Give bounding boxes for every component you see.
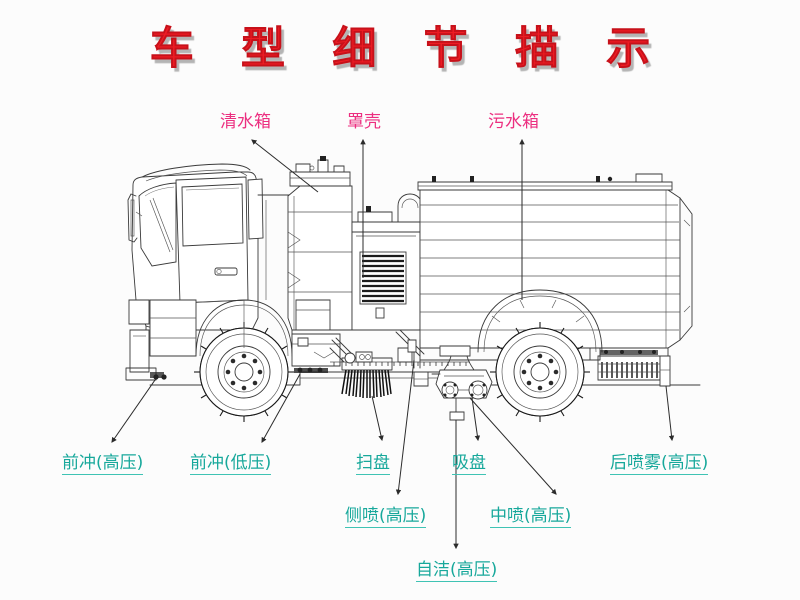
- label-cover-shell: 罩壳: [347, 112, 381, 132]
- label-clean-water-tank: 清水箱: [220, 112, 271, 132]
- label-side-spray-high-pressure: 侧喷(高压): [345, 506, 427, 528]
- label-self-clean-high-pressure: 自洁(高压): [416, 560, 498, 582]
- label-rear-spray-high-pressure: 后喷雾(高压): [610, 453, 709, 475]
- label-suction-nozzle: 吸盘: [452, 453, 486, 475]
- page-title: 车 型 细 节 描 示: [149, 23, 667, 74]
- label-front-flush-high-pressure: 前冲(高压): [62, 453, 144, 475]
- label-mid-spray-high-pressure: 中喷(高压): [490, 506, 572, 528]
- label-front-flush-low-pressure: 前冲(低压): [190, 453, 272, 475]
- label-sweep-disc: 扫盘: [356, 453, 390, 475]
- label-waste-water-tank: 污水箱: [488, 112, 539, 132]
